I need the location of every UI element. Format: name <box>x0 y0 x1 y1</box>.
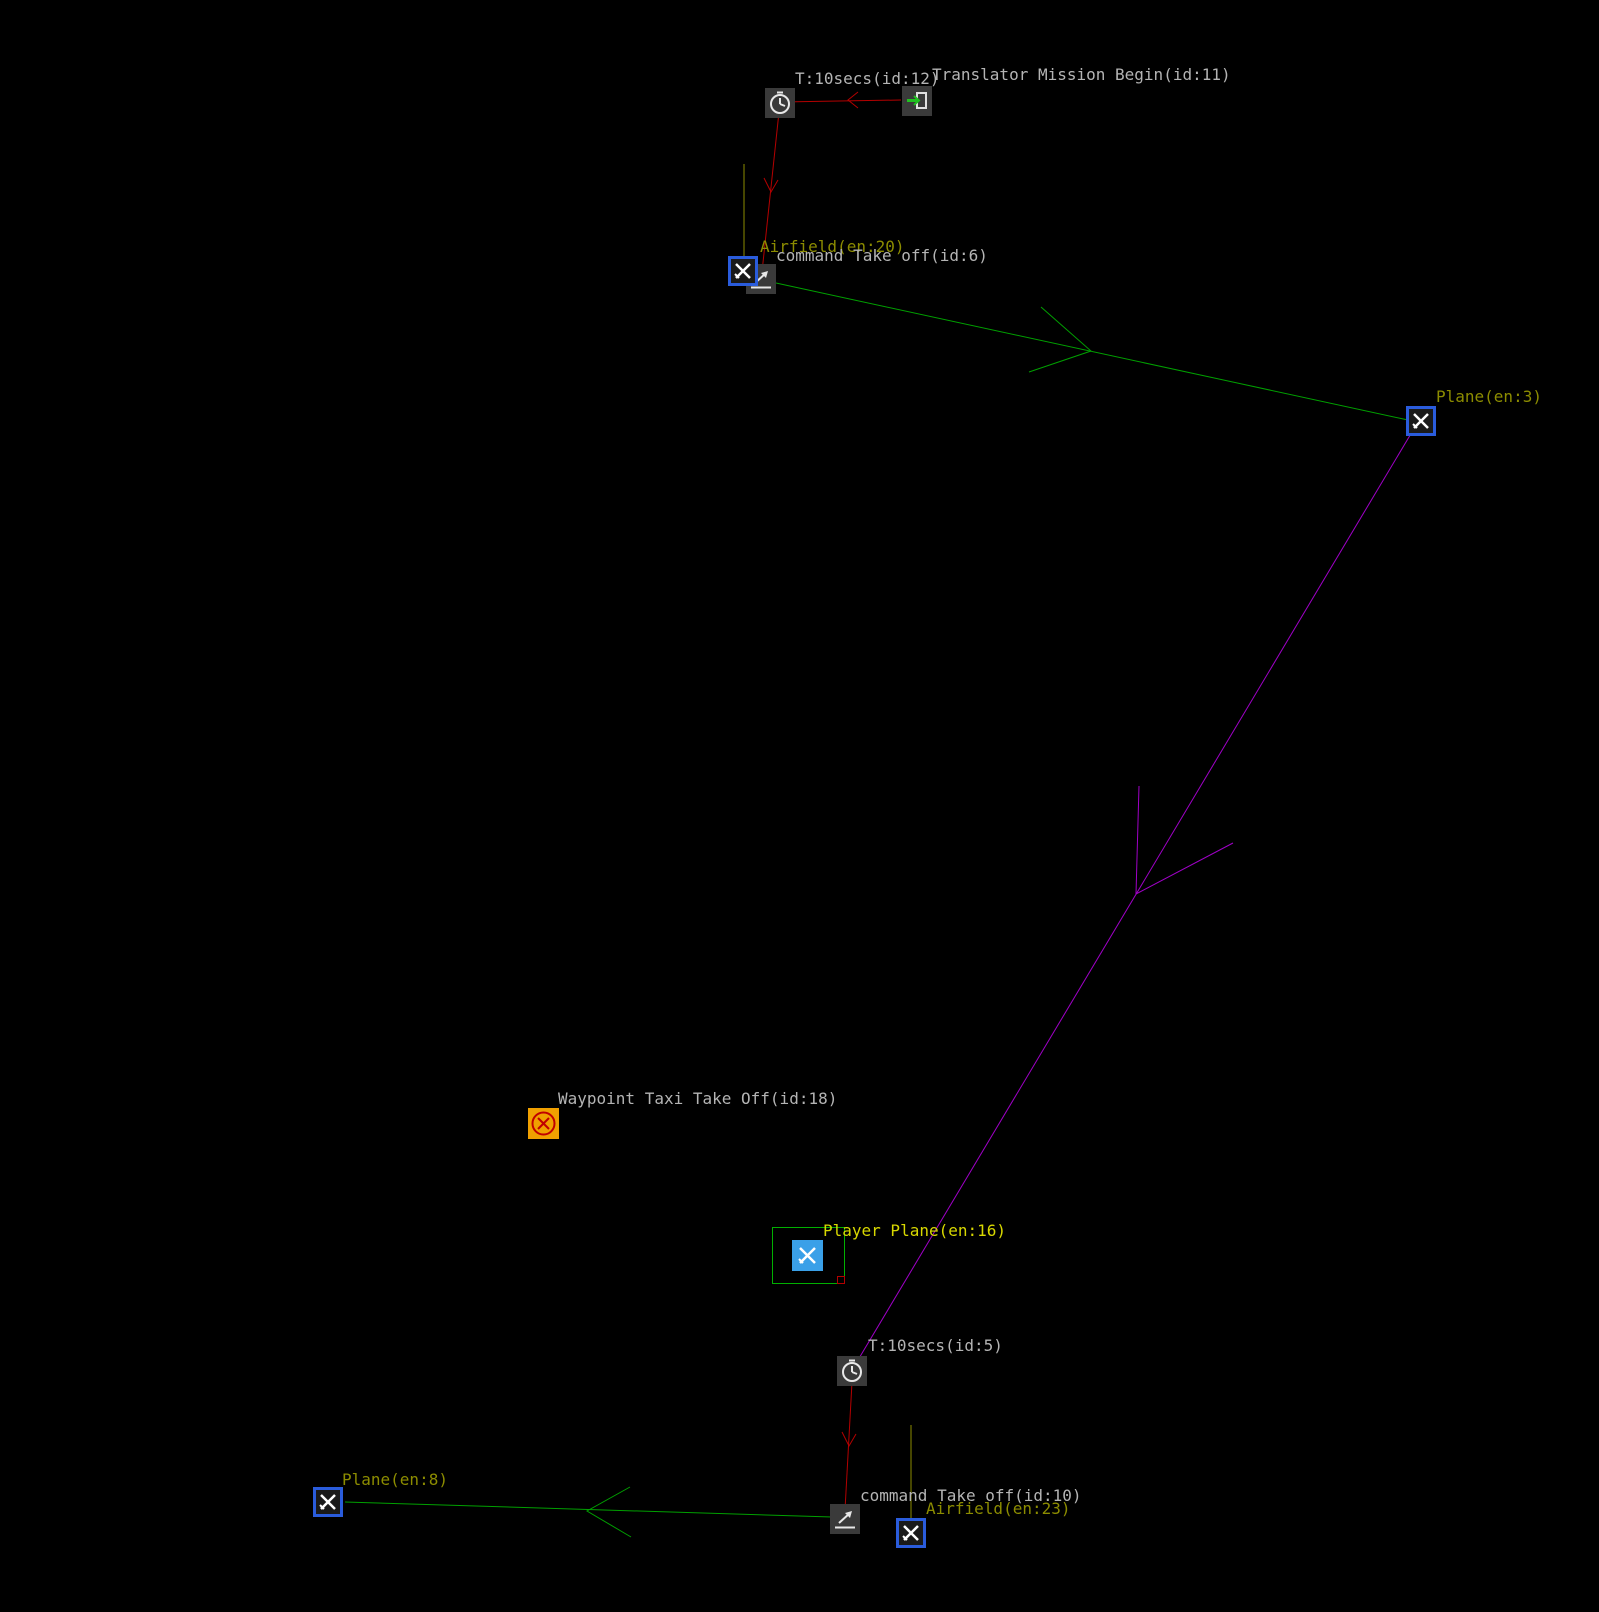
selection-box <box>772 1227 845 1284</box>
timer-icon <box>837 1356 867 1386</box>
timer-top-label: T:10secs(id:12) <box>795 69 940 88</box>
airfield-top-node[interactable] <box>728 256 758 286</box>
arrow-timer-top-to-cmd <box>763 177 779 194</box>
plane-icon <box>1406 406 1436 436</box>
airfield-plane-icon <box>896 1518 926 1548</box>
player-plane-icon <box>792 1240 823 1271</box>
plane-right-label: Plane(en:3) <box>1436 387 1542 406</box>
cmd-takeoff-bottom-label: command Take off(id:10) <box>860 1486 1082 1505</box>
selection-resize-handle[interactable] <box>837 1276 845 1284</box>
mission-begin-node[interactable] <box>902 86 932 116</box>
cmd-takeoff-bottom-node[interactable] <box>830 1504 860 1534</box>
airfield-bottom-label: Airfield(en:23) <box>926 1499 1071 1518</box>
plane-icon <box>313 1487 343 1517</box>
waypoint-node[interactable] <box>528 1108 559 1139</box>
airfield-bottom-node[interactable] <box>896 1518 926 1548</box>
plane-right-node[interactable] <box>1406 406 1436 436</box>
waypoint-icon <box>528 1108 559 1139</box>
arrow-begin-to-timer-top <box>847 91 859 109</box>
mission-begin-label: Translator Mission Begin(id:11) <box>932 65 1231 84</box>
arrow-plane-right-to-timer-bottom <box>1135 785 1234 895</box>
airfield-top-label: Airfield(en:20) <box>760 237 905 256</box>
player-plane-label: Player Plane(en:16) <box>823 1221 1007 1240</box>
arrow-cmd-top-to-plane-right <box>1028 306 1092 373</box>
link-cmd-top-to-plane-right <box>775 282 1409 421</box>
link-begin-to-timer-top <box>780 99 902 103</box>
timer-bottom-label: T:10secs(id:5) <box>868 1336 1003 1355</box>
arrow-timer-bottom-to-cmd <box>841 1431 857 1448</box>
cmd-takeoff-top-label: command Take off(id:6) <box>776 246 988 265</box>
player-plane-node[interactable] <box>792 1240 823 1271</box>
plane-left-node[interactable] <box>313 1487 343 1517</box>
takeoff-icon <box>830 1504 860 1534</box>
arrow-cmd-bottom-to-plane-left <box>585 1486 632 1538</box>
waypoint-label: Waypoint Taxi Take Off(id:18) <box>558 1089 838 1108</box>
timer-bottom-node[interactable] <box>837 1356 867 1386</box>
mission-begin-icon <box>902 86 932 116</box>
timer-icon <box>765 88 795 118</box>
airfield-plane-icon <box>728 256 758 286</box>
plane-left-label: Plane(en:8) <box>342 1470 448 1489</box>
link-plane-right-to-timer-bottom <box>851 431 1413 1371</box>
timer-top-node[interactable] <box>765 88 795 118</box>
link-cmd-bottom-to-plane-left <box>344 1501 833 1518</box>
